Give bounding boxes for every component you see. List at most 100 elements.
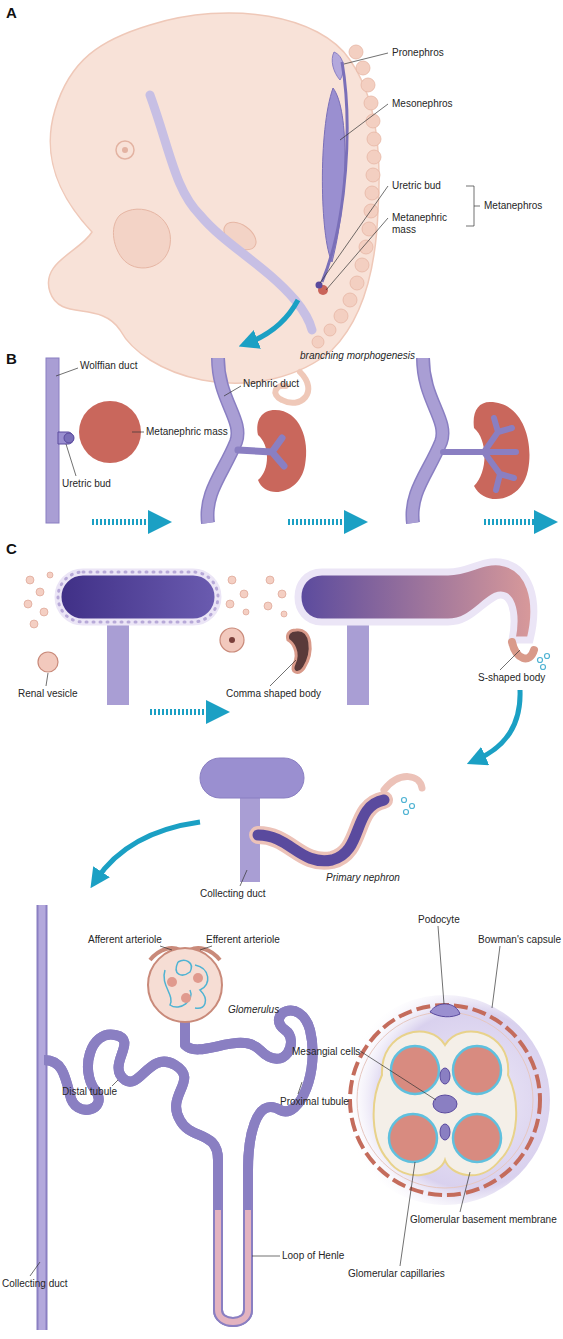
glomerulus: [148, 948, 222, 1022]
metanephric-mass: [79, 401, 141, 463]
comma-s-stage: [264, 562, 550, 705]
part-label: Glomerular capillaries: [348, 1268, 445, 1280]
flow-arrow: [476, 690, 520, 760]
capillary: [167, 977, 177, 987]
leader-line: [298, 1082, 302, 1094]
podocyte: [430, 1004, 460, 1017]
somite: [343, 293, 357, 307]
embryo-eye: [116, 141, 134, 159]
somite: [367, 150, 381, 164]
collecting-duct-stem: [347, 615, 369, 705]
mesangial-cell: [440, 1124, 450, 1140]
mesenchyme-cell: [26, 576, 34, 584]
mesenchyme-cell: [228, 576, 236, 584]
capillary: [181, 993, 191, 1003]
step-arrows: [92, 522, 546, 523]
somite: [349, 45, 363, 59]
part-label: Distal tubule: [62, 1086, 117, 1098]
leader-line: [438, 926, 444, 1004]
part-label: Uretric bud: [62, 478, 111, 490]
endothelial-cell: [402, 798, 407, 803]
bowmans-capsule-inner: [357, 1012, 533, 1188]
panel-letter: B: [6, 350, 17, 367]
capillary-loop: [164, 970, 191, 1007]
loop-of-henle: [218, 1210, 248, 1322]
leader-line: [224, 386, 241, 396]
bracket: [466, 186, 480, 226]
part-label: Efferent arteriole: [206, 934, 280, 946]
mesenchyme-cell: [47, 572, 53, 578]
stage-1: [46, 358, 141, 523]
step-arrow: [92, 519, 160, 525]
leader-line: [326, 218, 388, 290]
leader-line: [30, 1262, 40, 1276]
leader-lines: [46, 650, 520, 686]
mesenchyme-cell: [278, 590, 286, 598]
endothelial-cell: [404, 810, 409, 815]
capillary: [453, 1114, 501, 1162]
leader-line: [132, 432, 144, 433]
part-label: Mesonephros: [392, 98, 453, 110]
embryo-eye-pupil: [122, 147, 128, 153]
stage-label: Renal vesicle: [18, 688, 77, 700]
leader-line: [252, 1256, 280, 1257]
somite: [365, 186, 379, 200]
ureteric-tip: [58, 572, 218, 622]
part-label: Wolffian duct: [80, 360, 137, 372]
part-label: Nephric duct: [243, 378, 299, 390]
mesangial-cell: [433, 1095, 457, 1113]
glomerular-precursor: [402, 798, 415, 815]
leader-line: [200, 946, 212, 950]
renal-vesicle: [38, 652, 58, 672]
embryo: [48, 13, 381, 403]
uretric-bud: [238, 438, 284, 466]
glomerulus-inset: [340, 995, 550, 1205]
embryo-body: [48, 13, 379, 383]
leader-line: [360, 1051, 436, 1100]
mesenchyme-cell: [281, 611, 287, 617]
nephron-tubule: [44, 1011, 313, 1322]
step-arrow: [484, 519, 546, 525]
glomerular-loops: [164, 960, 208, 1008]
somite: [324, 324, 336, 336]
branching-bud: [443, 418, 516, 490]
bowmans-capsule: [350, 1005, 540, 1195]
somite: [355, 258, 369, 272]
inset-background: [340, 995, 550, 1205]
nephric-duct-inner: [412, 358, 442, 523]
mature-nephron: [42, 905, 313, 1330]
part-label: Proximal tubule: [280, 1096, 349, 1108]
somite: [359, 240, 373, 254]
ureteric-tip: [200, 758, 304, 798]
part-label: Collecting duct: [200, 888, 266, 900]
somites: [312, 45, 381, 348]
mesonephros: [322, 88, 345, 262]
part-label: Glomerular basement membrane: [410, 1214, 557, 1226]
process-label: branching morphogenesis: [300, 350, 415, 362]
primary-nephron: [200, 758, 422, 882]
nephron-tubule: [258, 800, 384, 861]
comma-shaped-body: [287, 630, 310, 672]
part-label: Afferent arteriole: [88, 934, 162, 946]
part-label: Metanephric mass: [146, 426, 228, 438]
epithelial-cells: [58, 572, 218, 622]
mesenchyme-cell: [264, 602, 272, 610]
part-label: Mesangial cells: [292, 1046, 360, 1058]
uretric-bud: [58, 432, 73, 444]
mesenchyme: [24, 572, 249, 628]
somite: [364, 96, 378, 110]
endothelial-cell: [410, 804, 415, 809]
leader-line: [500, 650, 520, 670]
leader-line: [344, 53, 388, 64]
mesenchyme-cell: [36, 588, 44, 596]
leader-line: [320, 186, 388, 283]
part-label: Podocyte: [418, 914, 460, 926]
leader-line: [160, 946, 172, 950]
mesenchyme-cell: [226, 600, 234, 608]
wolffian-duct: [46, 358, 59, 523]
glomerular-capillaries: [389, 1046, 501, 1162]
capillary-loop: [195, 965, 208, 1008]
heart: [113, 209, 170, 268]
